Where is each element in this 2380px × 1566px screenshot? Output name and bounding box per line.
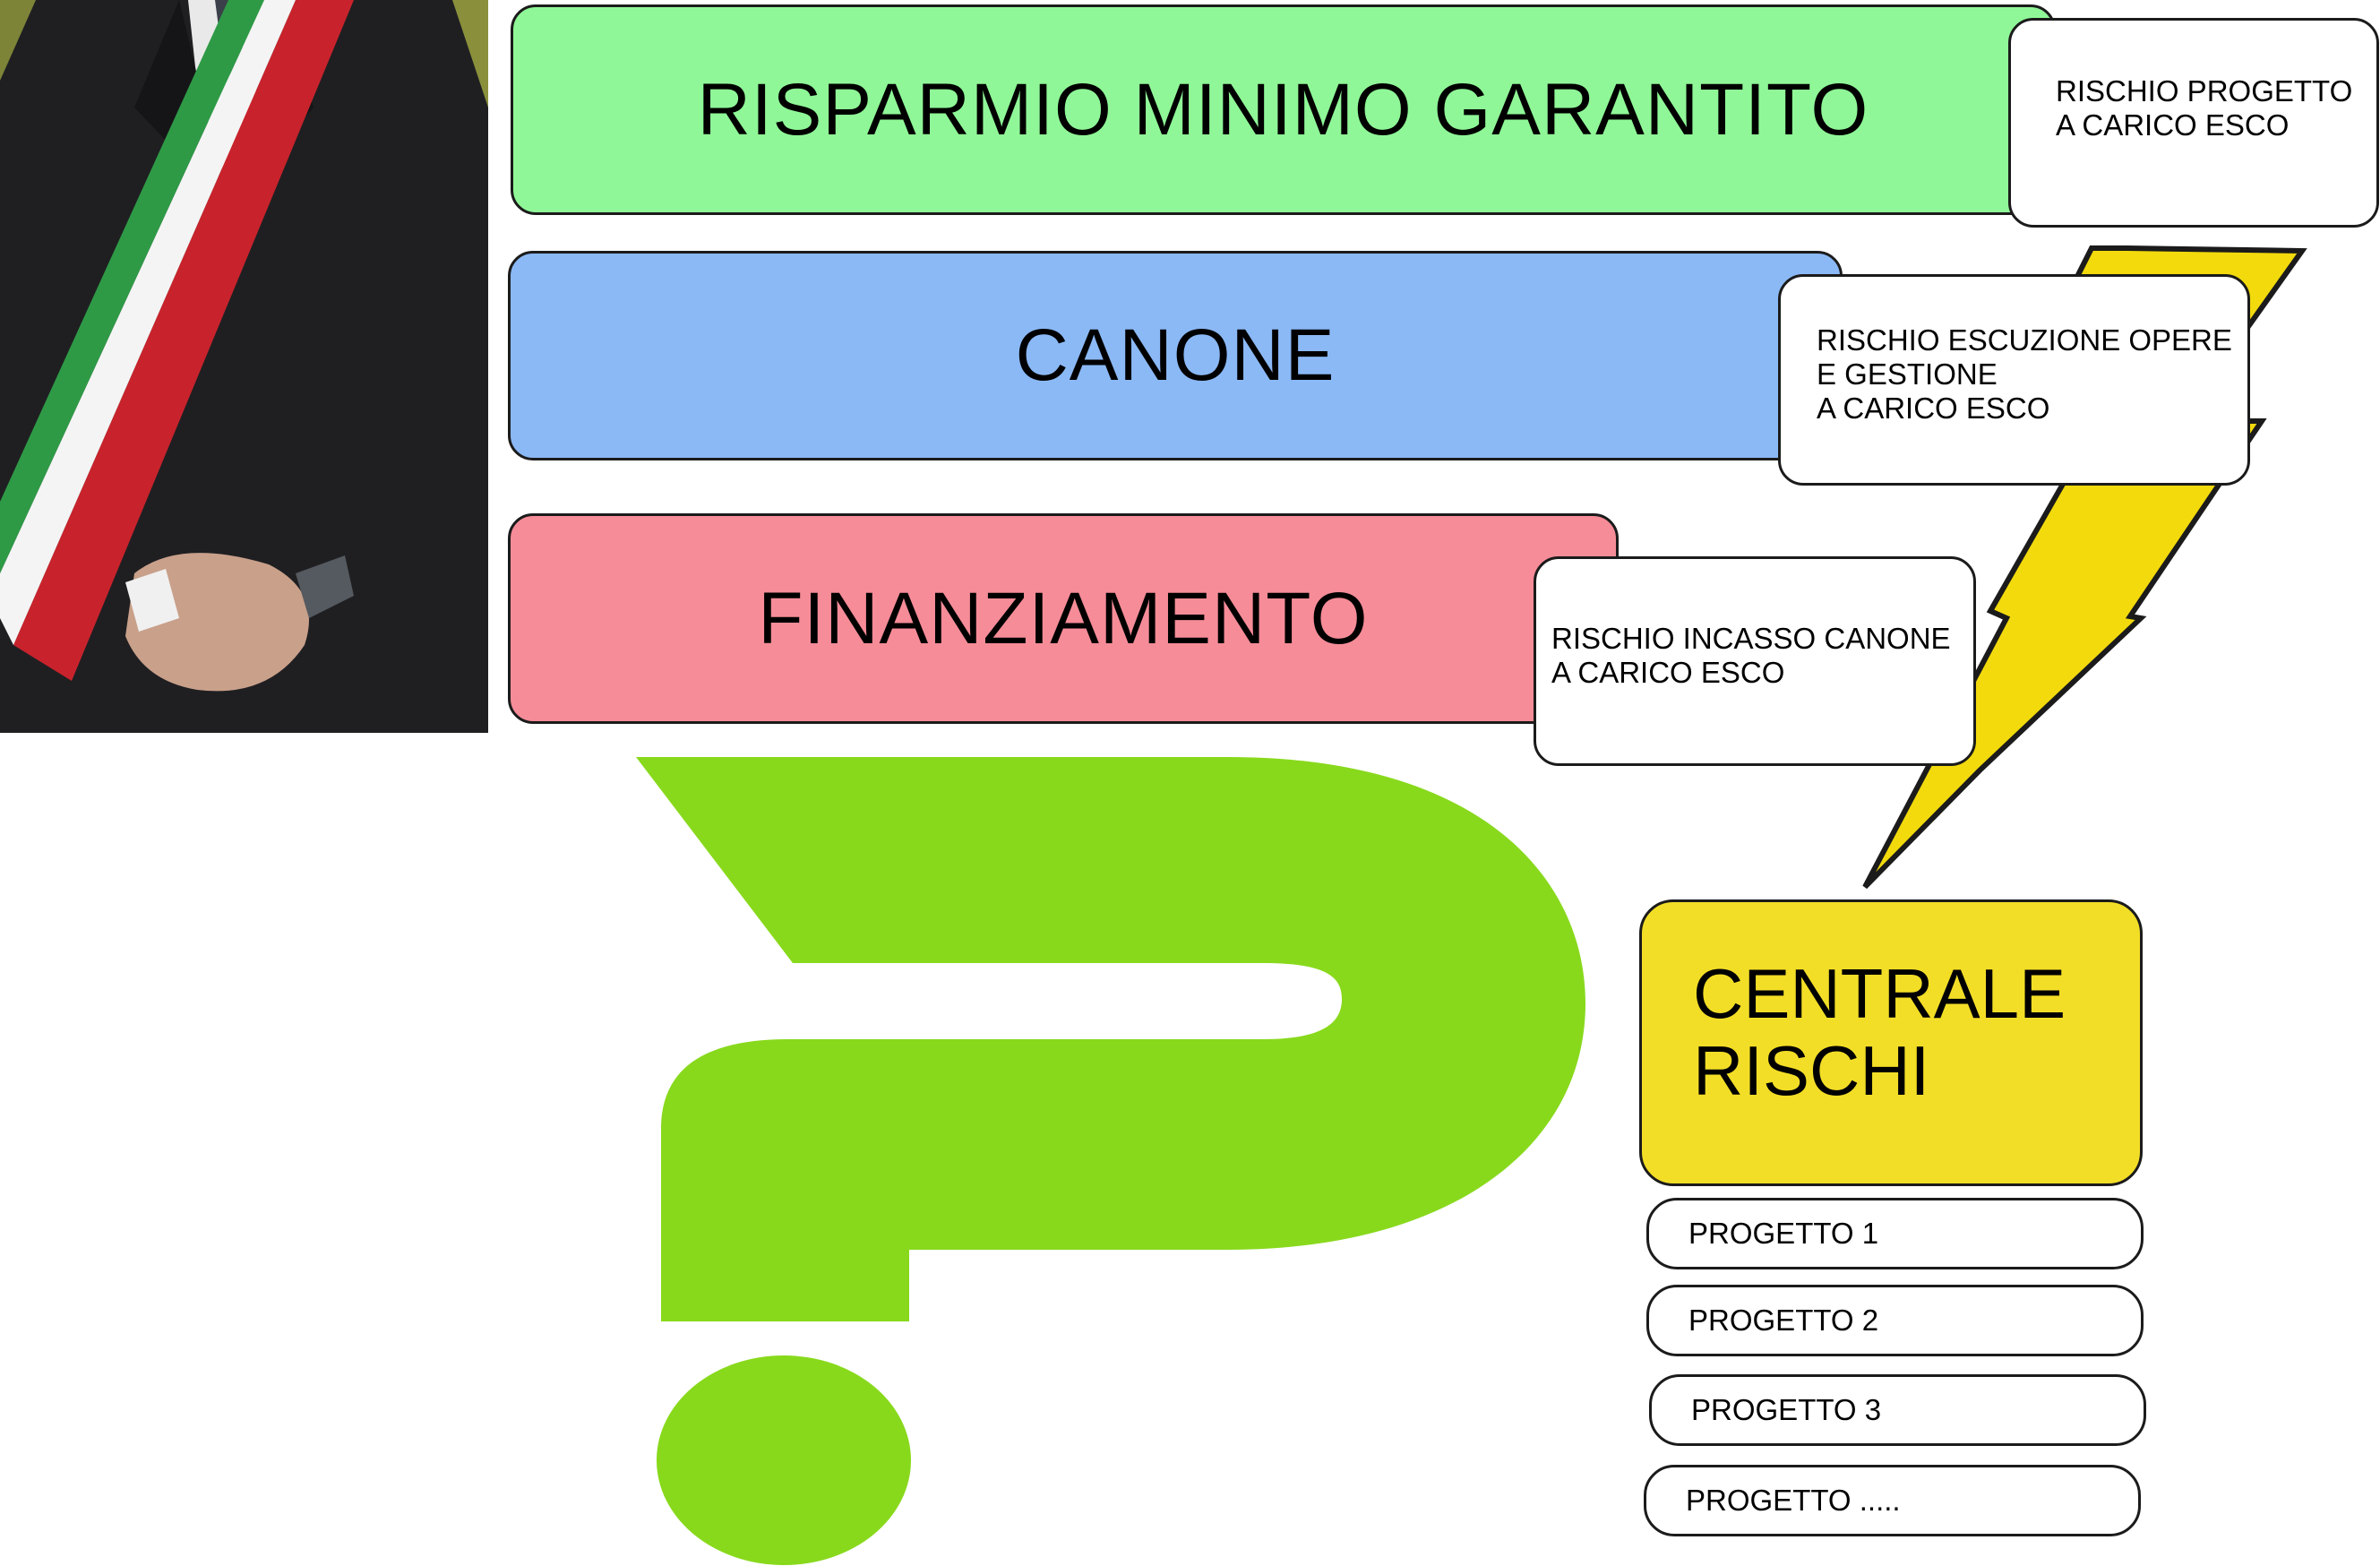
progetto-item: PROGETTO 1 — [1646, 1198, 2144, 1269]
finanziamento-label: FINANZIAMENTO — [758, 577, 1369, 659]
rischio-incasso-callout: RISCHIO INCASSO CANONE A CARICO ESCO — [1534, 556, 1976, 766]
question-mark-icon — [636, 757, 1585, 1565]
risparmio-label: RISPARMIO MINIMO GARANTITO — [697, 68, 1869, 151]
progetto-label: PROGETTO 3 — [1691, 1393, 1882, 1426]
canone-bar: CANONE — [508, 251, 1843, 460]
canone-label: CANONE — [1015, 314, 1336, 396]
progetto-item: PROGETTO 3 — [1649, 1374, 2146, 1446]
centrale-rischi-box: CENTRALE RISCHI — [1639, 899, 2143, 1186]
mayor-sash-photo — [0, 0, 488, 733]
rischio-esecuzione-callout: RISCHIO ESCUZIONE OPERE E GESTIONE A CAR… — [1778, 274, 2250, 486]
risparmio-minimo-garantito-bar: RISPARMIO MINIMO GARANTITO — [511, 4, 2056, 215]
rischio-progetto-callout: RISCHIO PROGETTO A CARICO ESCO — [2008, 18, 2379, 228]
progetto-label: PROGETTO 2 — [1688, 1304, 1879, 1337]
finanziamento-bar: FINANZIAMENTO — [508, 513, 1619, 724]
progetto-item: PROGETTO ..... — [1644, 1465, 2141, 1536]
progetto-item: PROGETTO 2 — [1646, 1285, 2144, 1356]
progetto-label: PROGETTO 1 — [1688, 1217, 1879, 1250]
progetto-label: PROGETTO ..... — [1686, 1484, 1901, 1517]
